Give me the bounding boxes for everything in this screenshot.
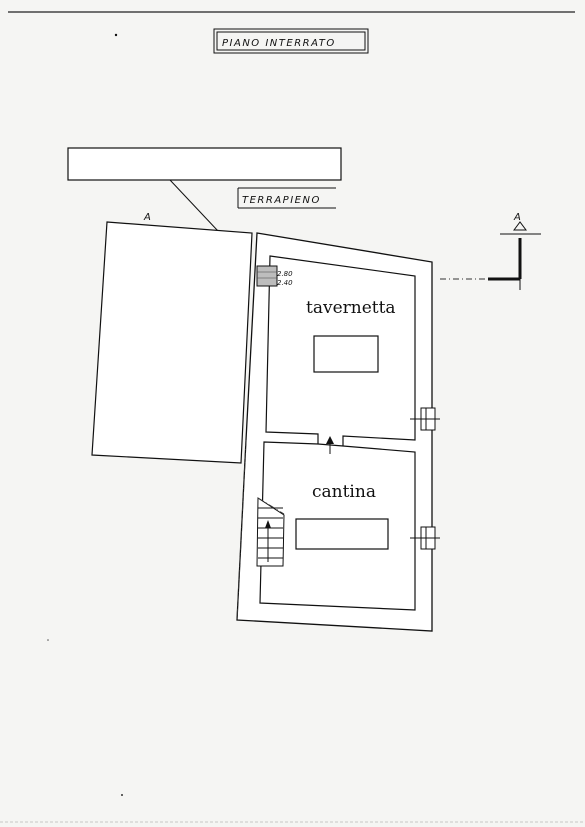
external-rectangle-top — [67, 147, 342, 181]
room-label-cantina: cantina — [312, 482, 376, 502]
scan-speck — [47, 639, 49, 641]
room-label-tavernetta: tavernetta — [306, 298, 396, 318]
dimension-top: 2.80 — [277, 270, 293, 278]
leader-line — [169, 179, 219, 232]
door-arrow-icon — [326, 436, 334, 454]
table-tavernetta — [313, 335, 379, 373]
hatched-pillar — [256, 265, 278, 287]
dimension-bottom: 2.40 — [277, 279, 293, 287]
title-box: PIANO INTERRATO — [213, 28, 369, 54]
staircase — [256, 497, 285, 567]
window-mark-lower — [410, 526, 440, 550]
plan-title: PIANO INTERRATO — [222, 38, 336, 49]
table-cantina — [295, 518, 389, 550]
section-line-right — [440, 221, 541, 290]
stair-arrow-icon — [265, 520, 271, 528]
section-mark-left: A — [143, 212, 152, 223]
boundary-dashed-line — [236, 439, 247, 621]
scan-speck — [121, 794, 123, 796]
window-mark-upper — [410, 407, 440, 431]
adjacent-building-block — [91, 221, 253, 464]
terrapieno-label: TERRAPIENO — [242, 195, 321, 206]
terrapieno-tag: TERRAPIENO — [237, 187, 336, 209]
scan-speck — [114, 33, 118, 37]
section-mark-right: A — [513, 212, 522, 223]
